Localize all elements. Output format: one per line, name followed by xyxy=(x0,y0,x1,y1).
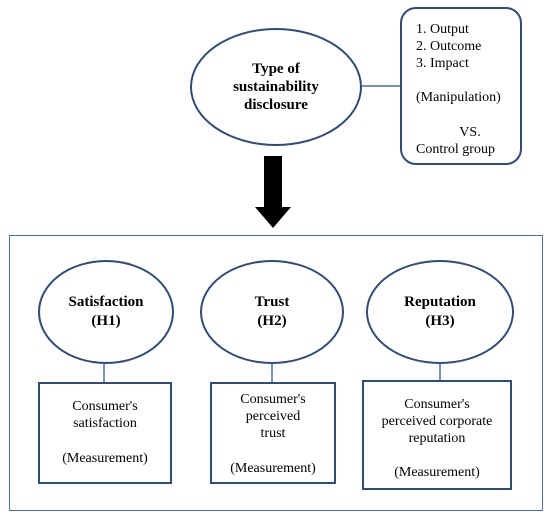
ellipse-line: Type of xyxy=(252,61,300,77)
reputation-measure-box: Consumer's perceived corporate reputatio… xyxy=(362,380,512,490)
hypothesis-id: (H1) xyxy=(91,313,121,329)
measure-line: Consumer's xyxy=(72,399,138,414)
ellipse-line: disclosure xyxy=(244,97,308,113)
manipulation-label: (Manipulation) xyxy=(416,90,501,105)
measure-line: reputation xyxy=(408,431,466,446)
trust-measure-box: Consumer's perceived trust (Measurement) xyxy=(210,382,336,484)
hypothesis-id: (H2) xyxy=(257,313,287,329)
satisfaction-ellipse: Satisfaction (H1) xyxy=(38,260,174,364)
satisfaction-measure-box: Consumer's satisfaction (Measurement) xyxy=(38,382,172,484)
impact-item: 3. Impact xyxy=(416,56,469,71)
measurement-label: (Measurement) xyxy=(62,451,148,466)
hypotheses-frame xyxy=(9,235,543,511)
measure-line: perceived corporate xyxy=(381,414,493,429)
hypothesis-title: Reputation xyxy=(404,294,476,310)
hypothesis-id: (H3) xyxy=(425,313,455,329)
ellipse-line: sustainability xyxy=(233,79,319,95)
output-item: 1. Output xyxy=(416,22,469,37)
measure-line: trust xyxy=(260,426,286,441)
measure-line: Consumer's xyxy=(240,392,306,407)
manipulation-box: 1. Output 2. Outcome 3. Impact (Manipula… xyxy=(400,7,522,165)
disclosure-type-ellipse: Type of sustainability disclosure xyxy=(190,28,362,146)
trust-ellipse: Trust (H2) xyxy=(200,260,344,364)
measurement-label: (Measurement) xyxy=(230,461,316,476)
hypothesis-title: Satisfaction xyxy=(68,294,144,310)
measure-line: perceived xyxy=(245,409,301,424)
measure-line: satisfaction xyxy=(73,416,137,431)
control-group-label: Control group xyxy=(416,142,495,157)
measurement-label: (Measurement) xyxy=(394,465,480,480)
outcome-item: 2. Outcome xyxy=(416,39,482,54)
vs-label: VS. xyxy=(459,125,481,140)
down-arrow-icon xyxy=(255,156,291,228)
measure-line: Consumer's xyxy=(404,397,470,412)
reputation-ellipse: Reputation (H3) xyxy=(366,260,514,364)
hypothesis-title: Trust xyxy=(254,294,290,310)
